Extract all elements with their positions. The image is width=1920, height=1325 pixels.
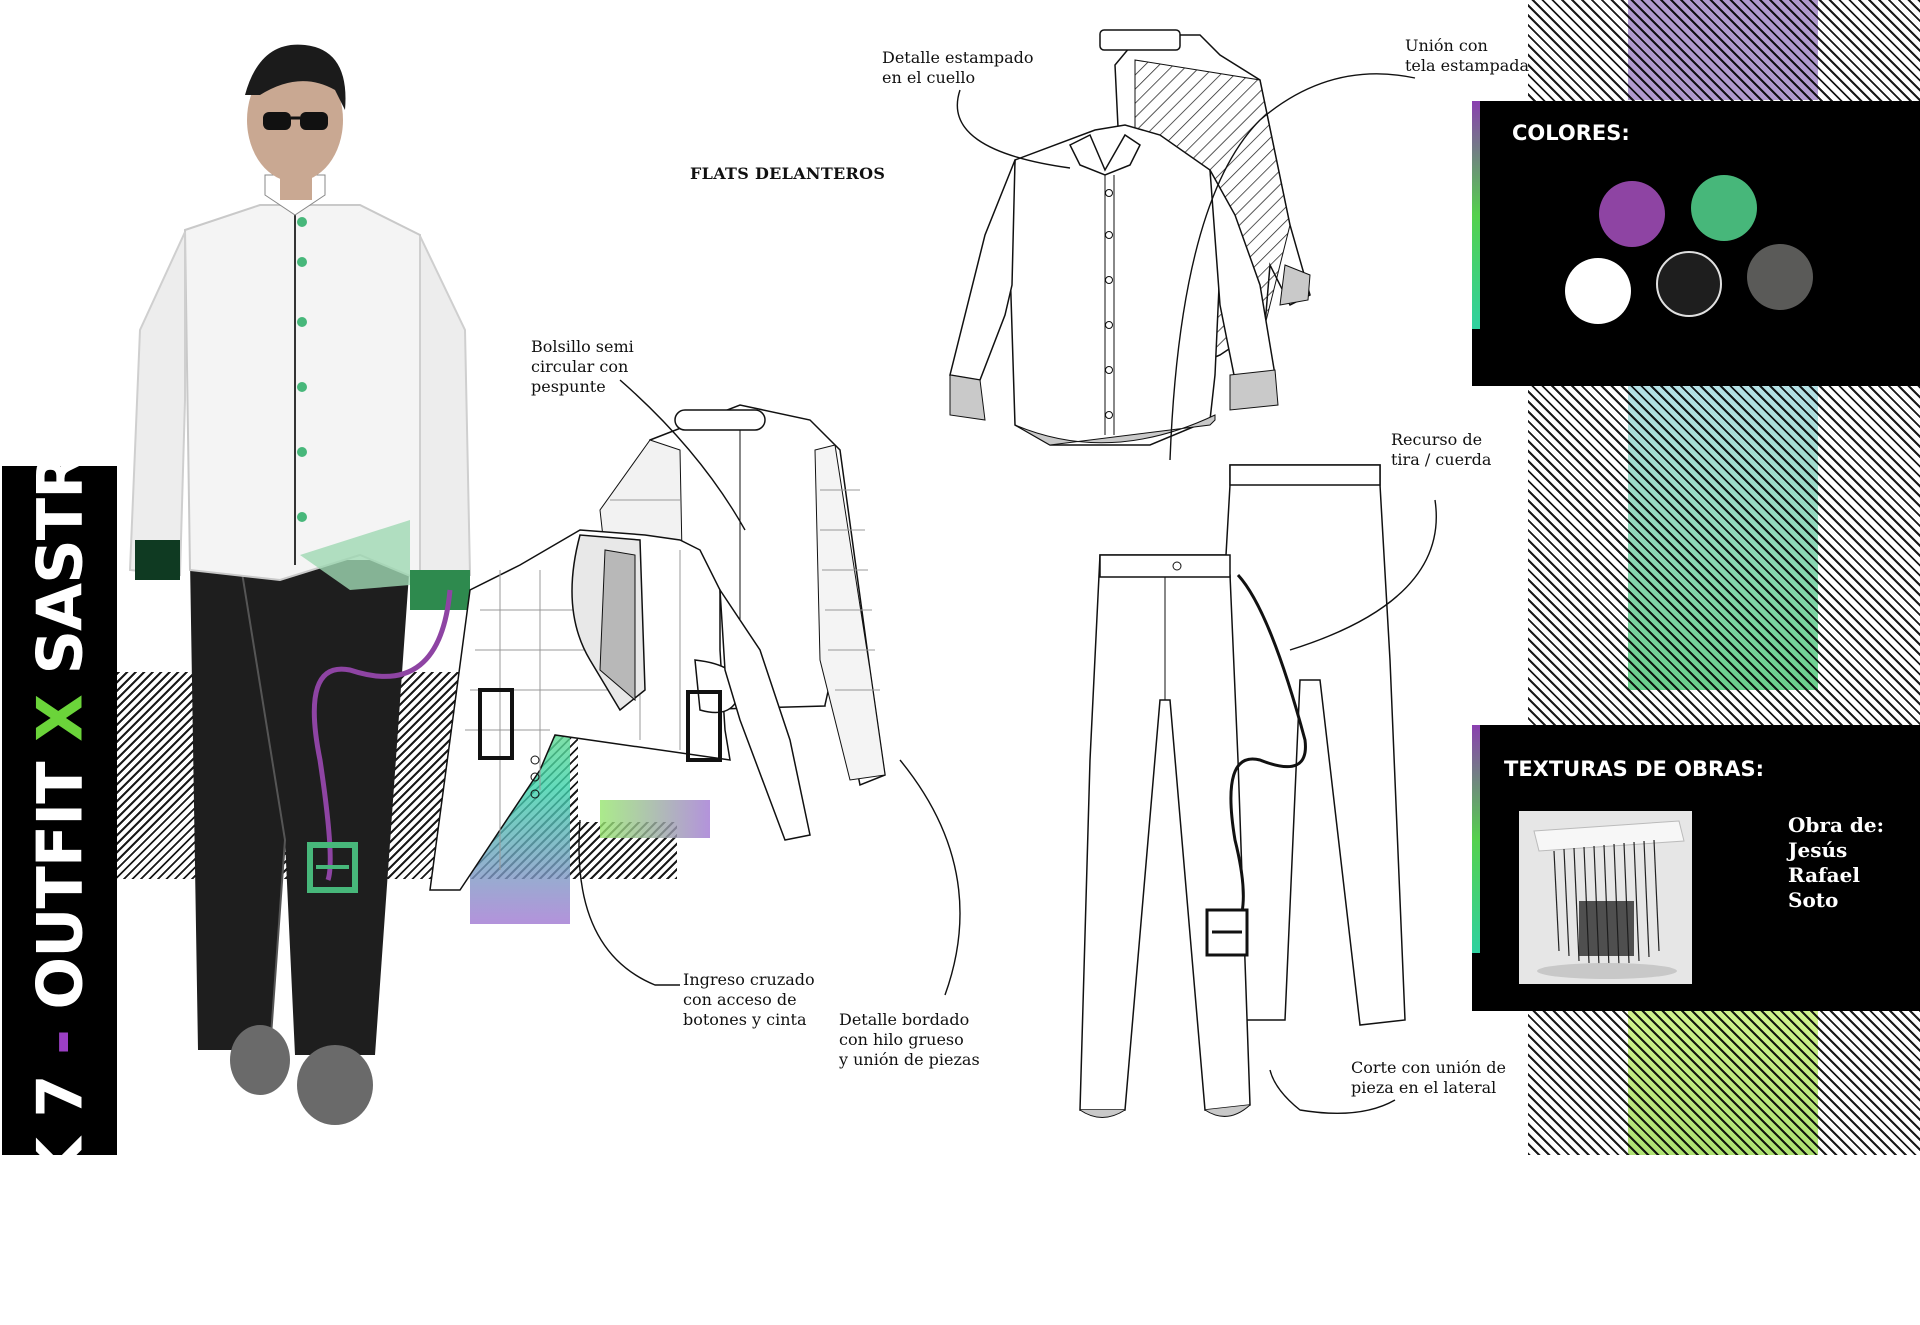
title-x: X <box>23 695 97 742</box>
title-outfit: OUTFIT <box>23 762 97 1010</box>
look-title: LOOK 7 - OUTFIT X SASTRERIA <box>24 295 97 1325</box>
swatch-green <box>1691 175 1757 241</box>
textures-panel: TEXTURAS DE OBRAS: Obra de: Jesús Rafael… <box>1472 725 1920 1011</box>
annotation-collar-detail: Detalle estampado en el cuello <box>882 48 1034 87</box>
annotation-crossed-entry: Ingreso cruzado con acceso de botones y … <box>683 970 815 1029</box>
colors-panel-title: COLORES: <box>1512 121 1630 145</box>
title-dash: - <box>23 1030 97 1055</box>
colors-panel-accent <box>1472 101 1480 329</box>
textures-panel-title: TEXTURAS DE OBRAS: <box>1504 757 1764 781</box>
purple-gradient-block <box>1628 0 1818 100</box>
shirt-flat-drawing <box>949 29 1311 446</box>
annotation-print-union: Unión con tela estampada <box>1405 36 1530 75</box>
jacket-flat-drawing <box>429 404 886 891</box>
artist-caption: Obra de: Jesús Rafael Soto <box>1788 813 1884 912</box>
annotation-embroidery: Detalle bordado con hilo grueso y unión … <box>839 1010 980 1069</box>
lime-gradient-block <box>1628 1010 1818 1155</box>
pants-flat-drawing <box>1079 464 1406 1118</box>
look-number: LOOK 7 <box>23 1075 97 1325</box>
model-illustration <box>128 44 472 1125</box>
section-label: FLATS DELANTEROS <box>690 164 886 183</box>
annotation-pocket: Bolsillo semi circular con pespunte <box>531 337 634 396</box>
swatch-white <box>1565 258 1631 324</box>
green-gradient-block <box>1628 385 1818 690</box>
swatch-purple <box>1599 181 1665 247</box>
textures-panel-accent <box>1472 725 1480 953</box>
colors-panel: COLORES: <box>1472 101 1920 386</box>
swatch-gray <box>1747 244 1813 310</box>
swatch-black <box>1656 251 1722 317</box>
look-title-bar: LOOK 7 - OUTFIT X SASTRERIA <box>2 295 117 1325</box>
title-sastreria: SASTRERIA <box>23 295 97 675</box>
annotation-side-cut: Corte con unión de pieza en el lateral <box>1351 1058 1506 1097</box>
artwork-thumbnail <box>1519 811 1692 984</box>
annotation-cord: Recurso de tira / cuerda <box>1391 430 1492 469</box>
